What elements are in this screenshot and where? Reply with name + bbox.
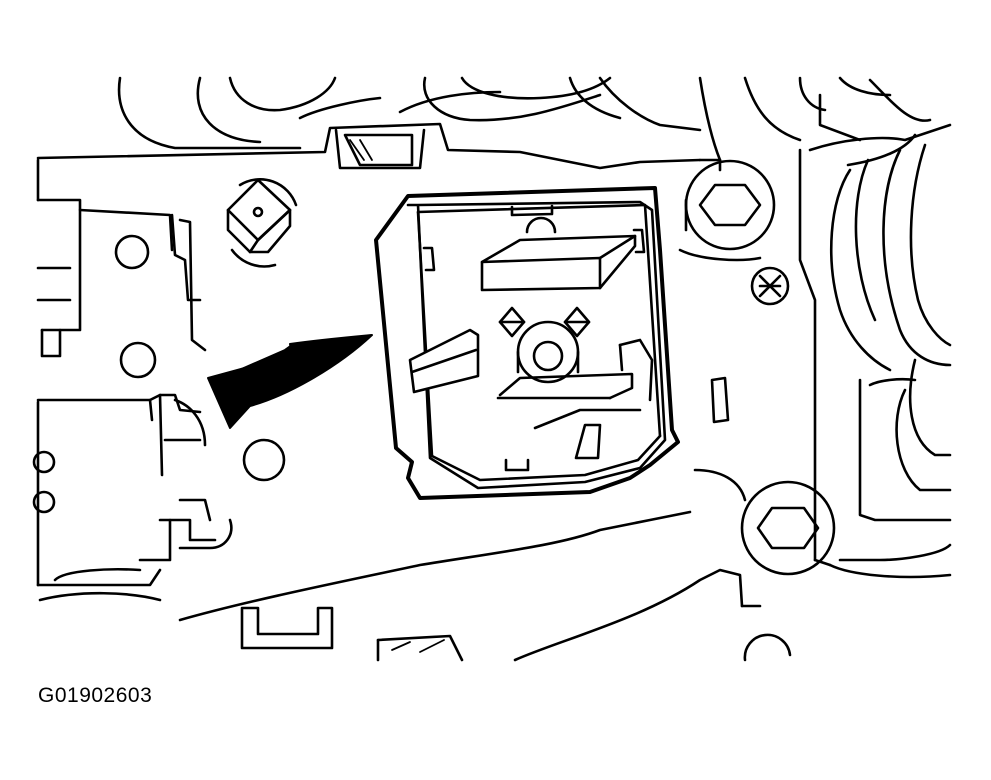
left-panel — [32, 198, 233, 602]
right-housing — [678, 78, 952, 579]
housing-top-contour — [36, 76, 892, 202]
small-cross-screw — [750, 266, 790, 306]
lower-hex-screw — [740, 480, 836, 576]
relay-module — [374, 186, 680, 500]
upper-hex-screw — [684, 159, 776, 251]
rotary-tab — [226, 178, 298, 268]
top-clip — [334, 128, 426, 170]
pointer-arrow — [207, 334, 373, 429]
figure-code-label: G01902603 — [38, 684, 153, 707]
housing-bottom-contour — [178, 438, 792, 662]
